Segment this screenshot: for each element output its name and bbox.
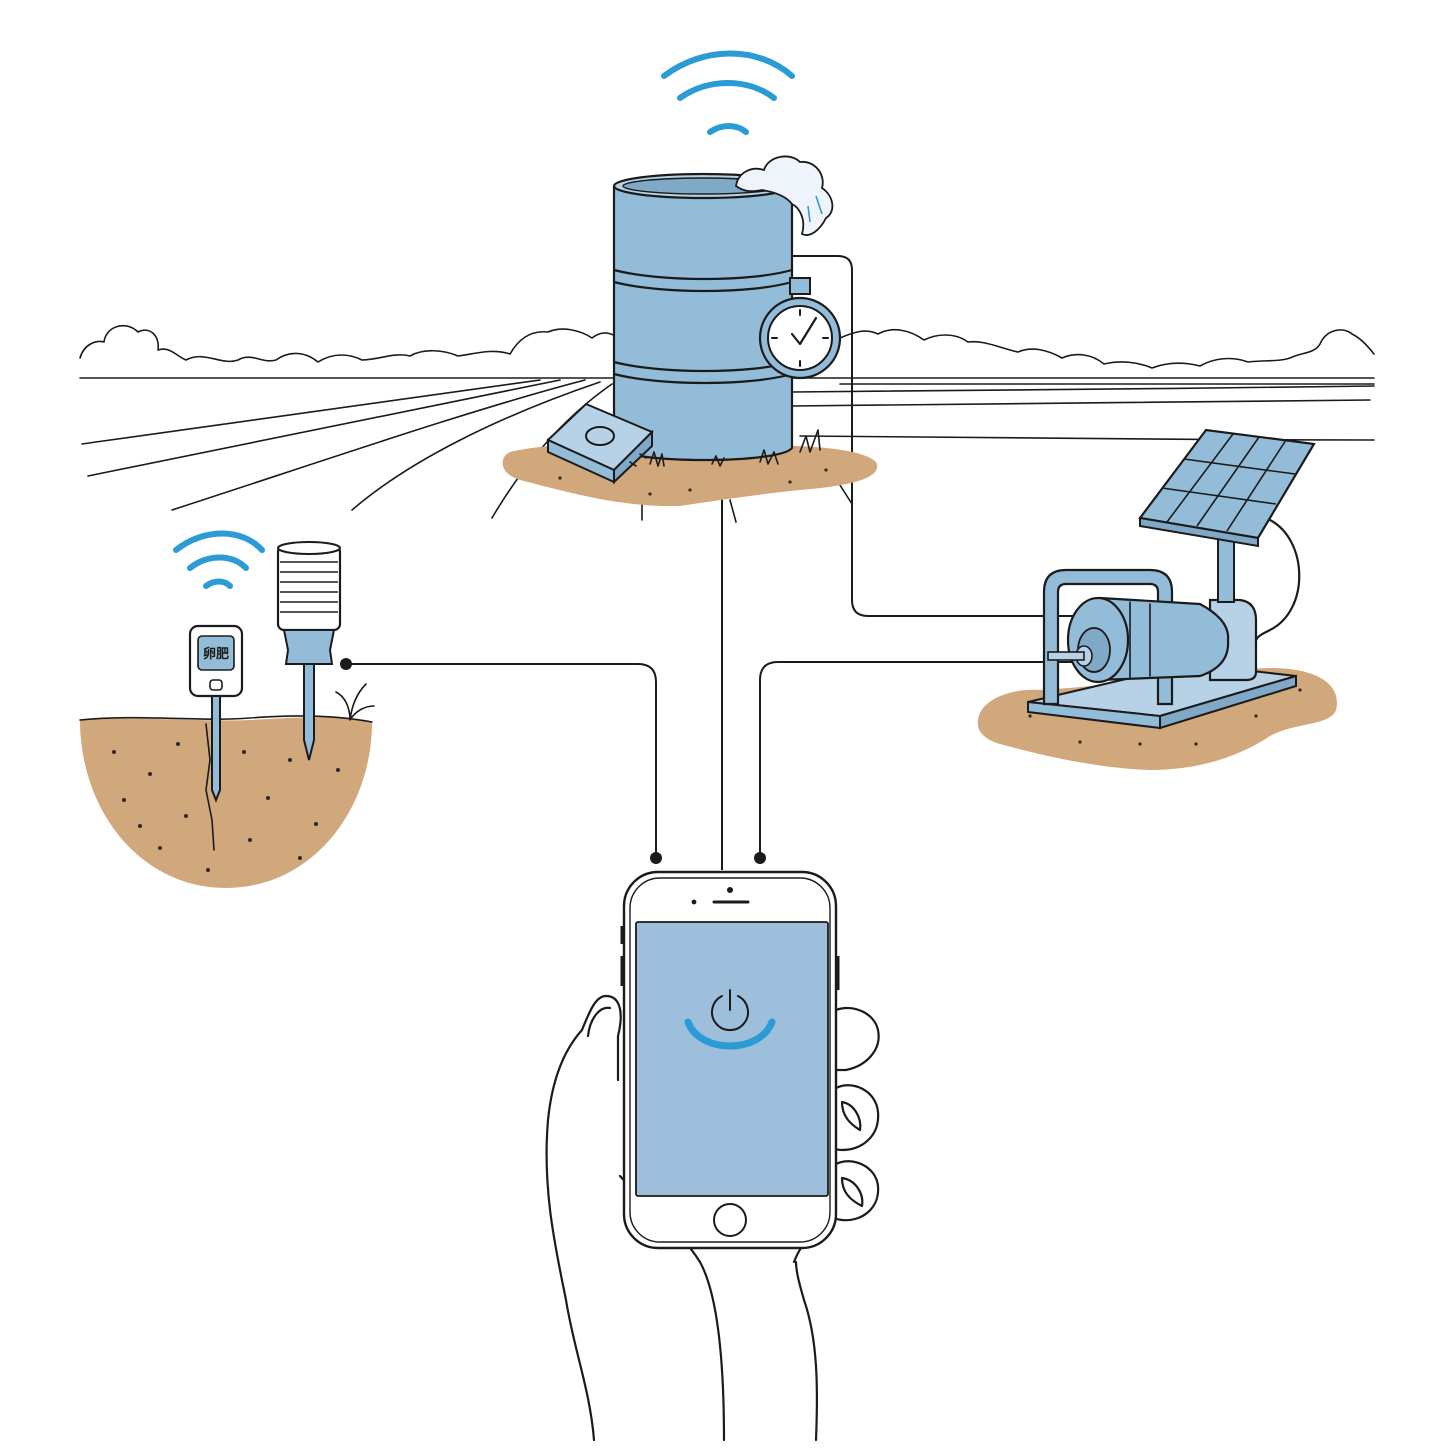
- hand-wrist: [794, 1260, 819, 1442]
- pump-motor: [1098, 596, 1230, 682]
- wifi-arc: [203, 578, 233, 589]
- hub-side-2: [613, 429, 653, 485]
- grass: [649, 451, 665, 467]
- wifi-arc: [707, 123, 749, 135]
- wifi-arc: [173, 530, 265, 553]
- barrel-ring: [612, 280, 794, 293]
- probe-screen: [197, 635, 235, 671]
- gauge-needle: [790, 316, 818, 346]
- probe-display: 卵肥: [203, 646, 229, 662]
- smartphone-icon[interactable]: [620, 870, 840, 1250]
- hub-button: [585, 426, 615, 446]
- field-row: [791, 399, 1371, 407]
- solar-panel-edge: [1139, 516, 1259, 548]
- soil-moisture-probe-icon: 卵肥: [188, 624, 244, 851]
- water-splash-drip: [807, 195, 823, 223]
- probe-crack: [205, 723, 215, 851]
- water-splash: [735, 155, 834, 236]
- gauge-stem: [789, 277, 811, 295]
- wifi-signal-icon: [173, 530, 265, 589]
- treeline-right: [839, 328, 1375, 369]
- sensor-stack: [276, 544, 342, 632]
- gauge-face: [767, 305, 833, 371]
- field-row: [799, 435, 1375, 441]
- soil-surface: [79, 715, 373, 723]
- solar-pump-icon: [977, 428, 1337, 770]
- sensor-top: [277, 541, 341, 555]
- phone-sensor: [691, 899, 697, 905]
- wifi-arc: [677, 80, 777, 101]
- field-landscape: [79, 324, 1375, 523]
- gauge-clock-icon: [758, 277, 842, 380]
- sensor-vents: [280, 561, 338, 613]
- grass: [711, 455, 725, 467]
- field-row: [491, 383, 613, 519]
- finger-index: [834, 1006, 880, 1072]
- finger-nail: [840, 1176, 864, 1208]
- gauge-ticks: [771, 309, 829, 367]
- phone-home-button[interactable]: [713, 1203, 747, 1237]
- thumb-nail: [586, 1006, 612, 1038]
- wire-barrel-to-pump: [760, 255, 1086, 617]
- solar-cable: [1254, 518, 1301, 642]
- wire-pump-to-phone: [759, 661, 1086, 858]
- pump-frame: [1042, 568, 1174, 706]
- pump-base-side-2: [1159, 674, 1297, 730]
- sensor-collar: [282, 629, 336, 665]
- hub-module-icon: [546, 402, 654, 485]
- field-row: [87, 379, 561, 477]
- soil-dots: [1028, 688, 1302, 746]
- wire-node: [340, 658, 352, 670]
- grass: [759, 449, 779, 465]
- field-row: [171, 379, 586, 511]
- probe-spike: [211, 695, 221, 803]
- field-row: [81, 379, 541, 445]
- hub-legs: [629, 453, 647, 467]
- probe-button: [209, 679, 223, 691]
- solar-grid: [1161, 433, 1296, 532]
- hand-outline: [545, 994, 622, 1442]
- field-row: [351, 381, 601, 511]
- wire-probe-to-phone: [346, 663, 657, 858]
- wifi-signal-icon: [661, 50, 795, 135]
- wire-node: [754, 852, 766, 864]
- finger-nail: [840, 1100, 862, 1132]
- power-icon[interactable]: [684, 989, 776, 1050]
- barrel-ring: [612, 268, 794, 281]
- phone-screen[interactable]: [635, 921, 829, 1197]
- power-ring: [711, 995, 749, 1032]
- power-arc-accent: [684, 1018, 776, 1050]
- field-row: [729, 499, 737, 523]
- weather-sensor-icon: [276, 541, 375, 761]
- wifi-arc: [187, 554, 249, 571]
- phone-camera: [727, 887, 733, 893]
- field-row: [837, 481, 853, 505]
- wire-node: [650, 852, 662, 864]
- sprout: [335, 683, 375, 721]
- pump-fins: [1129, 601, 1151, 679]
- phone-bezel: [629, 877, 831, 1243]
- soil-section: [79, 715, 373, 888]
- treeline: [79, 324, 621, 363]
- soil-hemisphere: [80, 717, 372, 888]
- barrel-ring: [612, 372, 794, 385]
- wifi-arc: [661, 50, 795, 79]
- sensor-spike: [303, 663, 315, 761]
- grass: [799, 429, 821, 453]
- pump-shaft: [1047, 651, 1085, 661]
- soil-dots: [112, 742, 340, 872]
- field-row: [791, 385, 1375, 393]
